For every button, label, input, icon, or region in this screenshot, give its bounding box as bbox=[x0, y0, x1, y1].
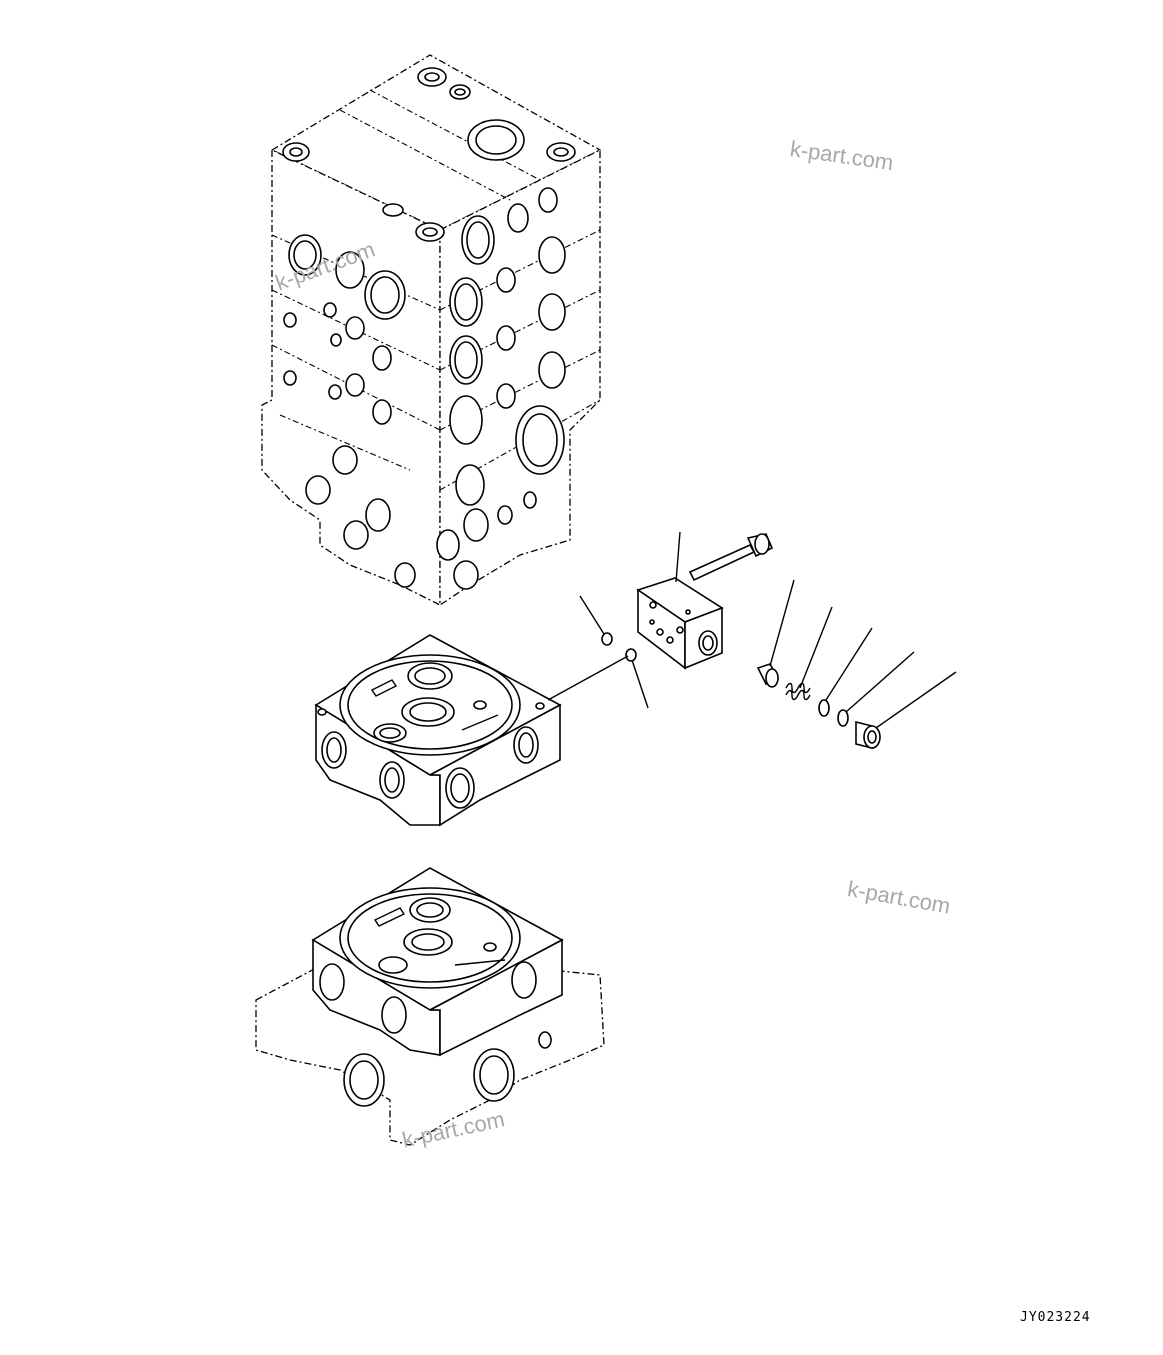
valve-section bbox=[314, 634, 562, 827]
drawing-code: JY023224 bbox=[1020, 1310, 1091, 1325]
valve-block-assembly bbox=[547, 531, 957, 750]
control-valve-stack bbox=[261, 54, 602, 607]
base-section bbox=[255, 867, 605, 1146]
